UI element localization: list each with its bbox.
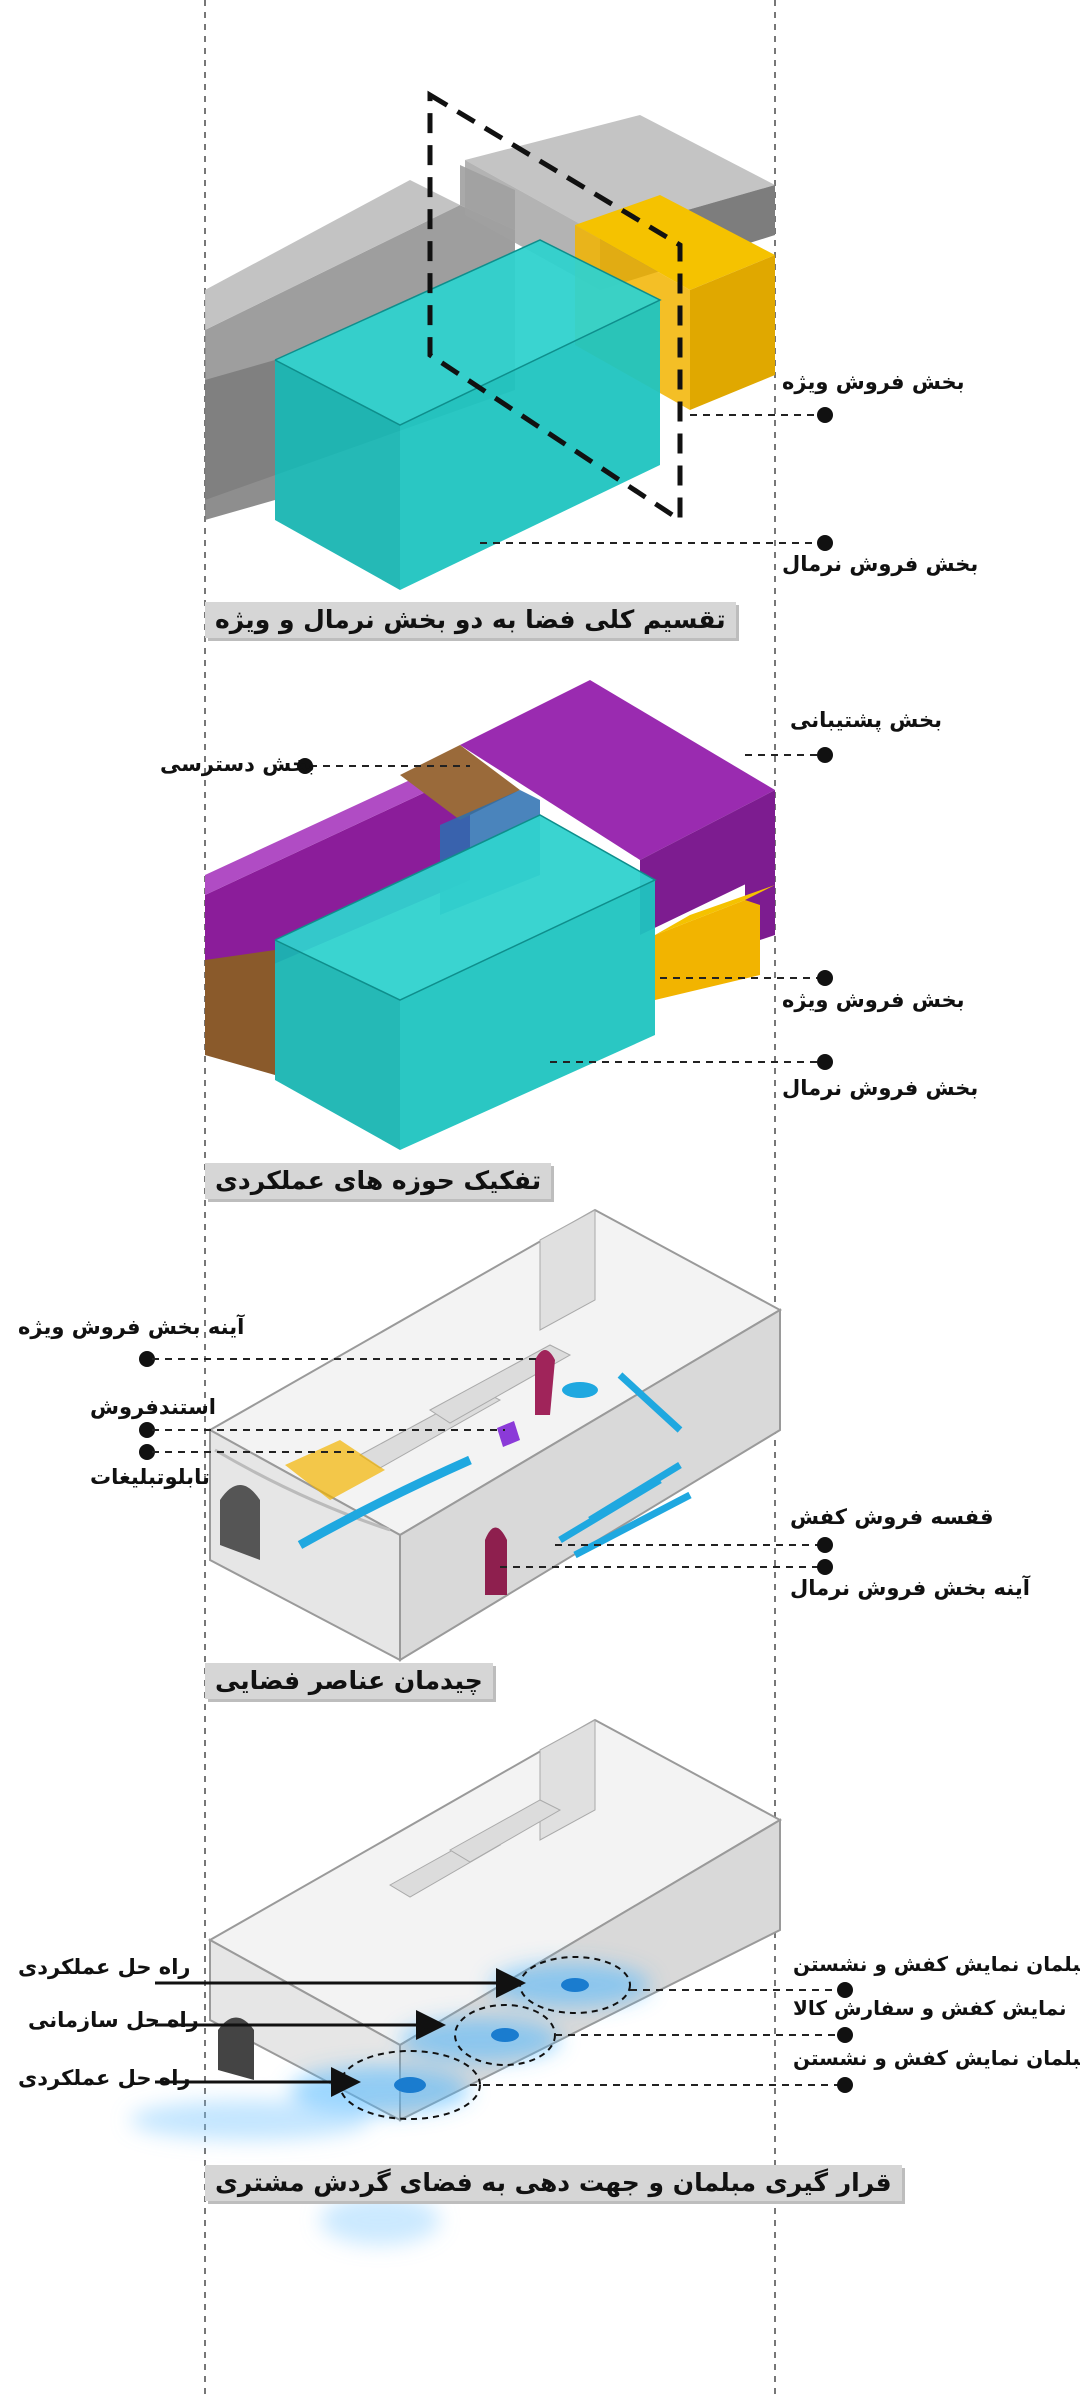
label-access: بخش دسترسی xyxy=(160,752,315,776)
section4-interior xyxy=(130,1718,783,2245)
label-furniture-display-2: مبلمان نمایش کفش و نشستن xyxy=(793,2046,1080,2070)
label-display-order: نمایش کفش و سفارش کالا xyxy=(793,1996,1067,2020)
label-mirror-special: آینه بخش فروش ویژه xyxy=(18,1315,245,1339)
label-solution-functional-1: راه حل عملکردی xyxy=(18,1955,191,1979)
section2-leaders xyxy=(297,747,833,1070)
section4-title: قرار گیری مبلمان و جهت دهی به فضای گردش … xyxy=(205,2165,902,2201)
section2-title: تفکیک حوزه های عملکردی xyxy=(205,1163,552,1199)
label-board: تابلوتبلیغات xyxy=(90,1465,210,1489)
section3-leaders xyxy=(139,1351,833,1575)
label-special-sales-1: بخش فروش ویژه xyxy=(782,370,965,394)
label-shoe-shelf: قفسه فروش کفش xyxy=(790,1505,994,1529)
label-special-sales-2: بخش فروش ویژه xyxy=(782,988,965,1012)
label-furniture-display-1: مبلمان نمایش کفش و نشستن xyxy=(793,1952,1080,1976)
label-normal-sales-2: بخش فروش نرمال xyxy=(782,1076,979,1100)
section1-title: تقسیم کلی فضا به دو بخش نرمال و ویژه xyxy=(205,602,736,638)
label-support: بخش پشتیبانی xyxy=(790,708,943,732)
section3-title: چیدمان عناصر فضایی xyxy=(205,1663,493,1699)
label-mirror-normal: آینه بخش فروش نرمال xyxy=(790,1576,1030,1600)
section1-massing xyxy=(205,90,775,590)
label-solution-structural: راه حل سازمانی xyxy=(28,2008,199,2032)
label-stand: استندفروش xyxy=(90,1395,216,1419)
section4-leaders xyxy=(155,1968,853,2097)
label-normal-sales-1: بخش فروش نرمال xyxy=(782,552,979,576)
section2-massing xyxy=(205,680,775,1150)
section1-leaders xyxy=(480,407,833,551)
section3-interior xyxy=(207,1208,783,1662)
label-solution-functional-2: راه حل عملکردی xyxy=(18,2066,191,2090)
